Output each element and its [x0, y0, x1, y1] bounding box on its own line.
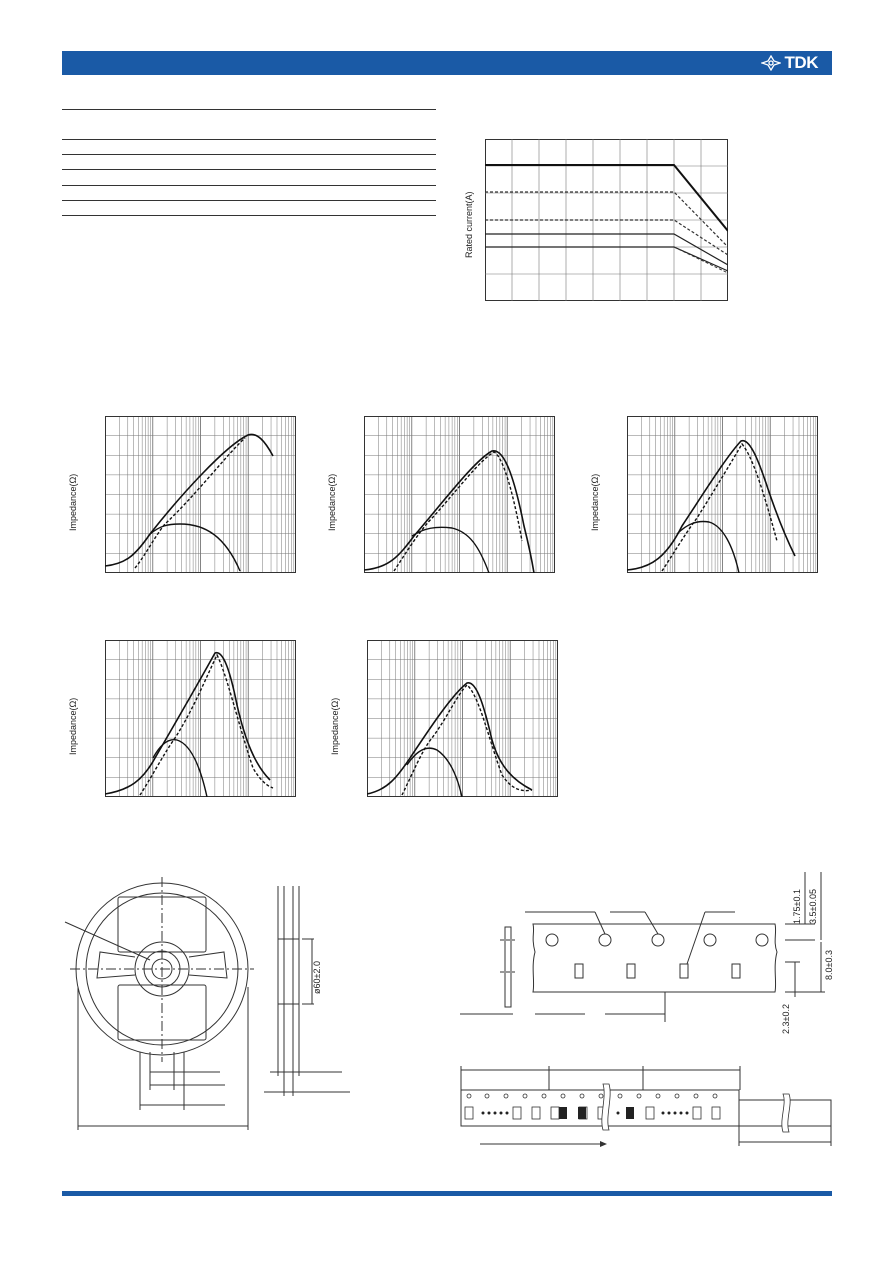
impedance-curve — [152, 738, 208, 797]
table-rule — [62, 154, 436, 155]
tape-dim-3: 8.0±0.3 — [824, 950, 834, 980]
impedance-chart-3 — [627, 416, 818, 573]
impedance-curve — [661, 442, 778, 572]
impedance-grid — [627, 416, 818, 573]
header-bar: TDK — [62, 51, 832, 75]
impedance-chart-ylabel: Impedance(Ω) — [327, 473, 337, 531]
derating-chart — [485, 139, 728, 301]
impedance-chart-2 — [364, 416, 555, 573]
derating-curves — [485, 164, 728, 274]
impedance-curve — [411, 526, 490, 573]
impedance-chart-ylabel: Impedance(Ω) — [590, 473, 600, 531]
tdk-logo-icon — [760, 55, 781, 71]
impedance-curve — [105, 433, 274, 567]
impedance-curve — [401, 684, 533, 796]
hub-diameter-label: ø60±2.0 — [312, 961, 322, 994]
tape-dim-1: 1.75±0.1 — [792, 889, 802, 924]
impedance-chart-ylabel: Impedance(Ω) — [68, 697, 78, 755]
impedance-curve — [676, 520, 740, 573]
impedance-curve — [105, 652, 271, 795]
impedance-chart-4 — [105, 640, 296, 797]
impedance-curve — [149, 523, 241, 572]
table-rule — [62, 200, 436, 201]
impedance-grid — [367, 640, 558, 797]
impedance-curve — [367, 682, 533, 795]
impedance-chart-frame — [105, 416, 296, 573]
footer-bar — [62, 1191, 832, 1196]
reel-front-view — [64, 877, 254, 1130]
impedance-curve — [406, 747, 463, 797]
derating-chart-ylabel: Rated current(A) — [464, 191, 474, 258]
table-rule — [62, 169, 436, 170]
impedance-curve — [627, 440, 796, 571]
reel-side-view: ø60±2.0 — [264, 886, 350, 1096]
table-rule — [62, 109, 436, 110]
impedance-curve — [139, 653, 274, 796]
impedance-chart-ylabel: Impedance(Ω) — [330, 697, 340, 755]
impedance-grid — [105, 640, 296, 797]
table-rule — [62, 185, 436, 186]
impedance-chart-1 — [105, 416, 296, 573]
impedance-chart-frame — [105, 640, 296, 797]
impedance-chart-5 — [367, 640, 558, 797]
tape-layout-strip — [460, 1066, 832, 1147]
impedance-curve — [393, 451, 523, 572]
tape-dim-4: 2.3±0.2 — [781, 1004, 791, 1034]
table-rule — [62, 139, 436, 140]
brand-logo: TDK — [760, 53, 819, 72]
brand-name: TDK — [784, 53, 819, 72]
impedance-chart-ylabel: Impedance(Ω) — [68, 473, 78, 531]
impedance-chart-frame — [627, 416, 818, 573]
table-rule — [62, 215, 436, 216]
impedance-grid — [105, 416, 296, 573]
carrier-tape-drawing: 1.75±0.1 3.5±0.05 8.0±0.3 2.3±0.2 — [460, 872, 834, 1034]
impedance-chart-frame — [364, 416, 555, 573]
impedance-curve — [364, 450, 535, 573]
impedance-grid — [364, 416, 555, 573]
tape-dim-2: 3.5±0.05 — [808, 889, 818, 924]
